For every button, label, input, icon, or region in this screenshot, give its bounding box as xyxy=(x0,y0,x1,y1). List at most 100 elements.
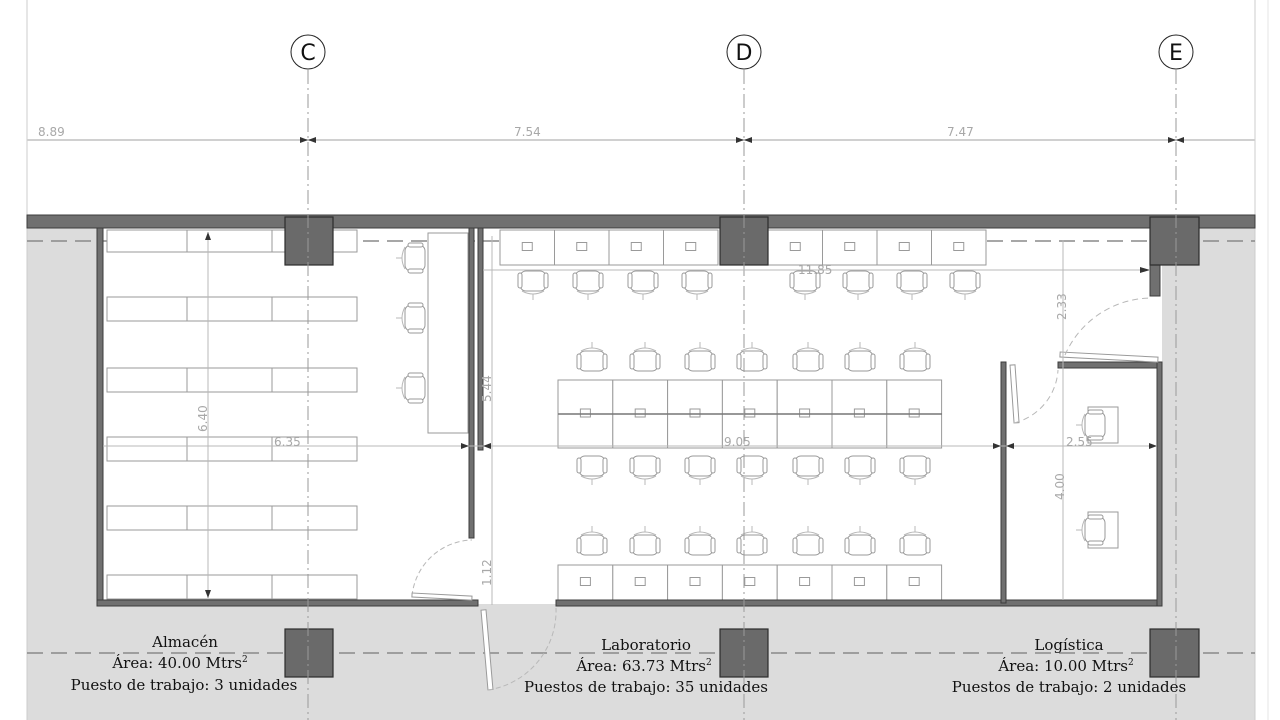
almacen-left-wall xyxy=(96,227,104,607)
dim-7-47: 7.47 xyxy=(947,125,974,139)
chair-arm xyxy=(818,353,824,370)
shelf-segment xyxy=(106,229,188,253)
room-area: Área: 40.00 Mtrs2 xyxy=(111,654,247,672)
chair-arm xyxy=(842,272,848,289)
chair-arm xyxy=(710,537,716,554)
chair-arm xyxy=(870,353,876,370)
top-wall xyxy=(26,214,1256,229)
chair-seat xyxy=(404,244,426,272)
chair xyxy=(576,342,608,372)
lab-door-swing xyxy=(487,607,557,691)
chair-arm xyxy=(762,353,768,370)
monitor xyxy=(908,577,920,586)
chair-arm xyxy=(407,372,424,378)
chair-arm xyxy=(792,537,798,554)
shelf-segment xyxy=(106,296,188,322)
chair xyxy=(396,372,426,404)
chair-seat xyxy=(686,534,714,556)
chair xyxy=(789,270,821,300)
shelf-segment xyxy=(106,574,188,600)
furniture xyxy=(396,229,1119,601)
chair-arm xyxy=(818,537,824,554)
chair xyxy=(396,242,426,274)
chair xyxy=(627,270,659,300)
dim-7-54: 7.54 xyxy=(514,125,541,139)
shelf-segment xyxy=(186,367,273,393)
chair-arm xyxy=(576,537,582,554)
chair xyxy=(844,526,876,556)
chair-arm xyxy=(975,272,981,289)
logistica-door-swing xyxy=(1064,297,1151,356)
chair-seat xyxy=(686,350,714,372)
room-name: Almacén xyxy=(151,633,218,651)
monitor xyxy=(844,242,856,251)
room-workstations: Puestos de trabajo: 2 unidades xyxy=(952,678,1186,696)
chair-arm xyxy=(899,353,905,370)
shelf-segment xyxy=(186,229,273,253)
chair-arm xyxy=(627,272,633,289)
chair xyxy=(736,342,768,372)
chair-seat xyxy=(901,455,929,477)
chair-seat xyxy=(901,534,929,556)
chair-arm xyxy=(844,457,850,474)
chair xyxy=(899,526,931,556)
chair-arm xyxy=(572,272,578,289)
top-dimension-ticks xyxy=(300,137,1184,143)
almacen-door-leaf[interactable] xyxy=(411,592,473,601)
shelf-segment xyxy=(271,505,358,531)
chair-seat xyxy=(738,350,766,372)
chair-arm xyxy=(710,457,716,474)
chair xyxy=(736,526,768,556)
right-wall xyxy=(1156,361,1163,607)
chair-seat xyxy=(629,270,657,292)
room-workstations: Puesto de trabajo: 3 unidades xyxy=(71,676,298,694)
monitor xyxy=(634,577,646,586)
chair xyxy=(1076,409,1106,441)
shelf-segment xyxy=(271,296,358,322)
shelf-segment xyxy=(271,436,358,462)
dim-5-44: 5.44 xyxy=(480,375,494,402)
chair-arm xyxy=(543,272,549,289)
chair-arm xyxy=(707,272,713,289)
dim-6-40: 6.40 xyxy=(196,405,210,432)
desk xyxy=(931,229,987,266)
almacen-workstation xyxy=(427,232,469,434)
shelf-segment xyxy=(106,436,188,462)
chair xyxy=(1076,514,1106,546)
chair-arm xyxy=(602,537,608,554)
logistica-door-leaf[interactable] xyxy=(1059,351,1159,363)
chair-arm xyxy=(949,272,955,289)
chair-seat xyxy=(846,455,874,477)
chair-seat xyxy=(844,270,872,292)
dim-4-00: 4.00 xyxy=(1053,473,1067,500)
chair-arm xyxy=(629,353,635,370)
chair-arm xyxy=(655,537,661,554)
chair-arm xyxy=(517,272,523,289)
chair-arm xyxy=(684,537,690,554)
chair-seat xyxy=(846,534,874,556)
chair-arm xyxy=(710,353,716,370)
chair-seat xyxy=(574,270,602,292)
chair-arm xyxy=(653,272,659,289)
chair-arm xyxy=(844,537,850,554)
chair-arm xyxy=(762,457,768,474)
dim-8-89: 8.89 xyxy=(38,125,65,139)
chair-seat xyxy=(794,455,822,477)
chair-seat xyxy=(631,534,659,556)
chair-arm xyxy=(762,537,768,554)
chair-arm xyxy=(1087,409,1104,415)
lab-top-desk xyxy=(554,229,610,266)
dim-6-35: 6.35 xyxy=(274,435,301,449)
chair-seat xyxy=(631,455,659,477)
monitor xyxy=(744,577,756,586)
chair xyxy=(572,270,604,300)
lab-bottom-desk xyxy=(886,564,943,601)
chair xyxy=(684,455,716,485)
monitor xyxy=(908,408,920,418)
chair-arm xyxy=(655,457,661,474)
lab-bottom-desk xyxy=(557,564,614,601)
chair-arm xyxy=(792,353,798,370)
monitor xyxy=(799,408,811,418)
chair-arm xyxy=(870,537,876,554)
partition-door-swing xyxy=(1013,369,1059,424)
